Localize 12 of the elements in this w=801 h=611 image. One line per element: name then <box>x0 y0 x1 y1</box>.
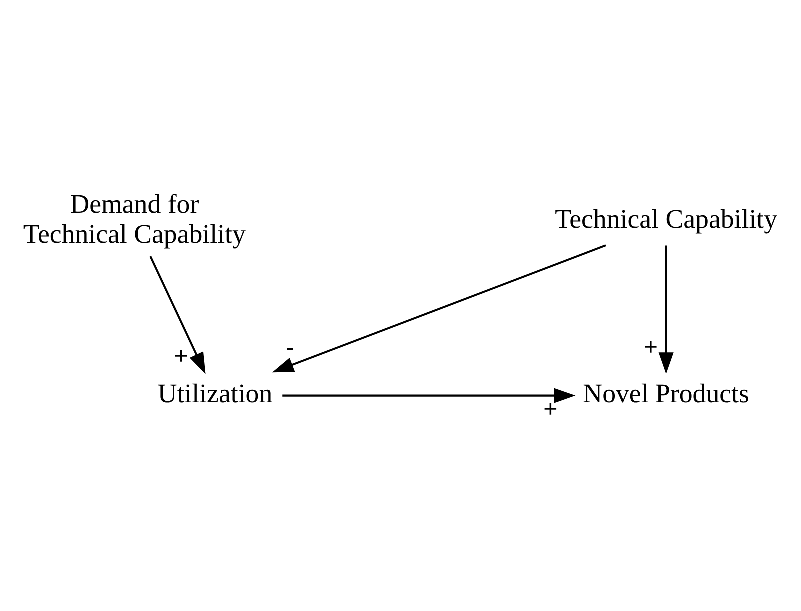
edge-label: + <box>544 396 558 424</box>
edge-label: - <box>286 334 294 362</box>
arrow <box>282 388 576 404</box>
arrow <box>272 244 606 373</box>
node-text: Demand for Technical Capability <box>23 189 246 249</box>
node-text: Novel Products <box>583 378 750 409</box>
arrow <box>150 256 206 374</box>
edge-label: + <box>174 343 188 370</box>
edge-label: + <box>644 334 658 362</box>
arrow <box>658 246 674 374</box>
node-text: Technical Capability <box>555 204 778 234</box>
node-text: Utilization <box>158 378 273 409</box>
